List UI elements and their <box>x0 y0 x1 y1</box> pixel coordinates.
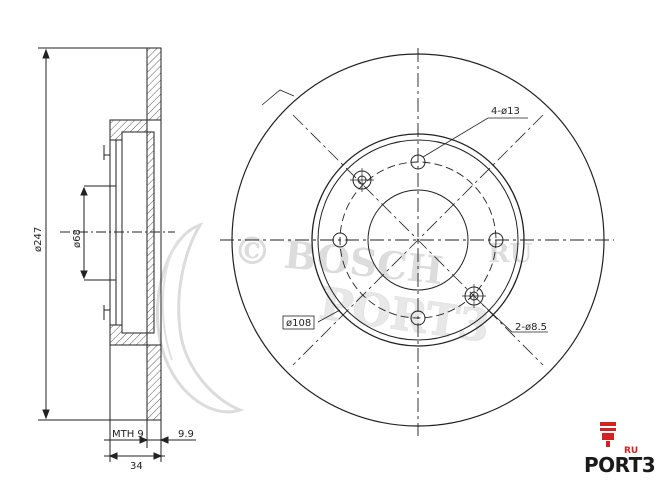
dim-thickness: 9.9 <box>178 429 194 440</box>
dim-holes-small: 2-ø8.5 <box>515 322 547 333</box>
locating-hole-upper-left <box>350 168 374 192</box>
watermark-domain: RU <box>488 239 533 269</box>
hat-inner-circle <box>317 139 519 341</box>
bolt-hole-bottom <box>410 310 426 326</box>
front-view <box>220 48 614 436</box>
dim-bolt-circle: ø108 <box>286 318 311 329</box>
side-section-view <box>38 47 196 462</box>
section-hatch-top <box>146 47 162 121</box>
leader-holes-large <box>422 117 528 158</box>
section-hatch-bottom <box>146 344 162 421</box>
dim-outer-diameter: ø247 <box>33 227 44 252</box>
bolt-hole-right <box>488 232 504 248</box>
section-hatch-hub-bottom <box>109 324 148 346</box>
dim-thread: MTH 9 <box>112 429 144 440</box>
watermark-swirl <box>155 222 245 414</box>
watermark-swirl-2 <box>161 239 179 361</box>
piston-icon <box>600 422 616 447</box>
locating-hole-lower-right <box>462 284 486 308</box>
dim-holes-large: 4-ø13 <box>491 106 520 117</box>
port3-logo: RU PORT3 <box>584 422 656 477</box>
logo-suffix: RU <box>624 446 638 456</box>
dim-hub-diameter: ø68 <box>72 229 83 248</box>
bolt-hole-top <box>410 154 426 170</box>
center-bore <box>367 189 469 291</box>
leader-bolt-circle <box>317 309 341 323</box>
section-hatch-hub-top <box>109 119 148 141</box>
bolt-hole-left <box>332 232 348 248</box>
bolt-circle-label-box <box>282 315 315 330</box>
logo-text: PORT3 <box>584 453 655 477</box>
leader-holes-small <box>479 301 548 333</box>
dim-total-height: 34 <box>130 461 143 472</box>
watermark: © BOSCH RU PORT3 <box>155 222 533 414</box>
